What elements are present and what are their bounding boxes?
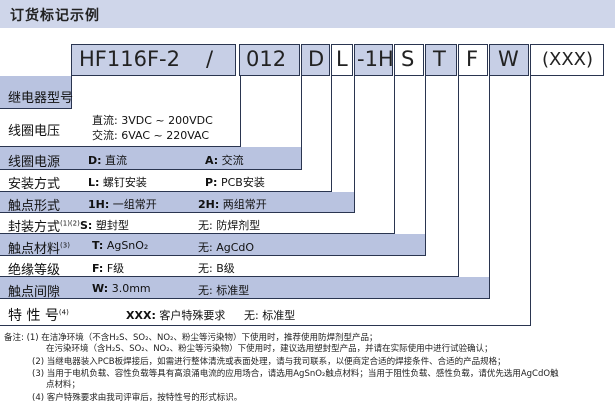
code-box-mount: [331, 44, 353, 76]
contact-option-2: 2H: 两组常开: [198, 198, 267, 211]
code-box-package: [394, 44, 424, 76]
code-box-gap: [489, 44, 529, 76]
stair-line: [458, 76, 459, 277]
special-option-2: 无: 标准型: [244, 309, 296, 322]
gap-option-1: W: 3.0mm: [92, 282, 151, 295]
row-bar-package: [0, 213, 395, 234]
mount-option-2: P: PCB安装: [205, 176, 265, 189]
row-label-package: 封装方式(1)(2): [8, 219, 80, 235]
package-option-2: 无: 防焊剂型: [198, 219, 261, 232]
row-bar-material: [0, 234, 426, 256]
code-box-model: [71, 44, 236, 76]
stair-line: [240, 76, 241, 147]
row-bar-model: [0, 76, 72, 109]
gap-option-2: 无: 标准型: [198, 284, 250, 297]
row-label-special: 特 性 号(4): [8, 308, 69, 324]
insulation-option-2: 无: B级: [198, 262, 235, 275]
row-label-contact: 触点形式: [8, 199, 61, 214]
stair-line: [489, 76, 490, 299]
package-option-1: S: 塑封型: [80, 219, 129, 232]
contact-option-1: 1H: 一组常开: [88, 198, 157, 211]
row-label-model: 继电器型号: [8, 91, 74, 106]
row-bar-gap: [0, 277, 490, 299]
stair-line: [301, 76, 302, 170]
code-box-special: [530, 44, 604, 76]
note-line: 点材料；: [46, 380, 81, 390]
stair-line: [331, 76, 332, 192]
code-slash: /: [206, 47, 214, 71]
code-voltage: 012: [246, 47, 287, 71]
row-label-insulation: 绝缘等级: [8, 263, 61, 278]
material-option-2: 无: AgCdO: [198, 241, 255, 254]
mount-option-1: L: 螺钉安装: [88, 176, 147, 189]
note-line: 备注: (1) 在洁净环境（不含H₂S、SO₂、NO₂、粉尘等污染物）下使用时，…: [4, 333, 378, 343]
code-box-voltage: [239, 44, 300, 76]
insulation-option-1: F: F级: [92, 262, 125, 275]
row-bar-insulation: [0, 256, 459, 277]
section-header: 订货标记示例: [0, 0, 615, 28]
code-special: (XXX): [542, 49, 594, 70]
row-label-gap: 触点间隙: [8, 285, 61, 300]
stair-line: [71, 76, 72, 109]
row-bar-voltage: [0, 109, 241, 147]
row-label-mount: 安装方式: [8, 177, 61, 192]
stair-line: [425, 76, 426, 256]
stair-line: [530, 76, 531, 326]
code-package: S: [401, 47, 415, 71]
code-box-material: [425, 44, 457, 76]
code-contact: -1H: [357, 47, 394, 71]
stair-line: [394, 76, 395, 234]
note-line: (2) 当继电器装入PCB板焊接后，如需进行整体清洗或表面处理，请与我司联系，以…: [32, 357, 506, 367]
stair-line: [354, 76, 355, 213]
material-option-1: T: AgSnO₂: [92, 239, 149, 252]
voltage-ac: 交流: 6VAC ~ 220VAC: [92, 129, 210, 142]
row-bar-contact: [0, 192, 355, 213]
code-model: HF116F-2: [79, 47, 180, 71]
code-power: D: [308, 47, 325, 71]
code-box-contact: [354, 44, 393, 76]
row-bar-mount: [0, 170, 332, 192]
code-material: T: [433, 47, 446, 71]
special-option-1: XXX: 客户特殊要求: [126, 309, 226, 322]
power-option-2: A: 交流: [205, 154, 244, 167]
code-insulation: F: [466, 47, 479, 71]
row-bar-power: [0, 147, 302, 170]
voltage-dc: 直流: 3VDC ~ 200VDC: [92, 114, 213, 127]
row-label-material: 触点材料(3): [8, 241, 70, 257]
code-box-insulation: [458, 44, 488, 76]
row-label-power: 线圈电源: [8, 155, 61, 170]
note-line: 在污染环境（含H₂S、SO₂、NO₂、粉尘等污染物）下使用时，建议选用塑封型产品…: [46, 344, 493, 354]
row-label-voltage: 线圈电压: [8, 124, 61, 139]
code-mount: L: [336, 47, 348, 71]
section-title: 订货标记示例: [10, 8, 100, 24]
note-line: (4) 客户特殊要求由我司评审后，按特性号的形式标识。: [32, 393, 243, 403]
power-option-1: D: 直流: [88, 154, 128, 167]
code-box-power: [301, 44, 330, 76]
note-line: (3) 当用于电机负载、容性负载等具有高浪涌电流的应用场合，请选用AgSnO₂触…: [32, 369, 559, 379]
code-gap: W: [498, 47, 519, 71]
row-bar-special: [0, 299, 531, 326]
